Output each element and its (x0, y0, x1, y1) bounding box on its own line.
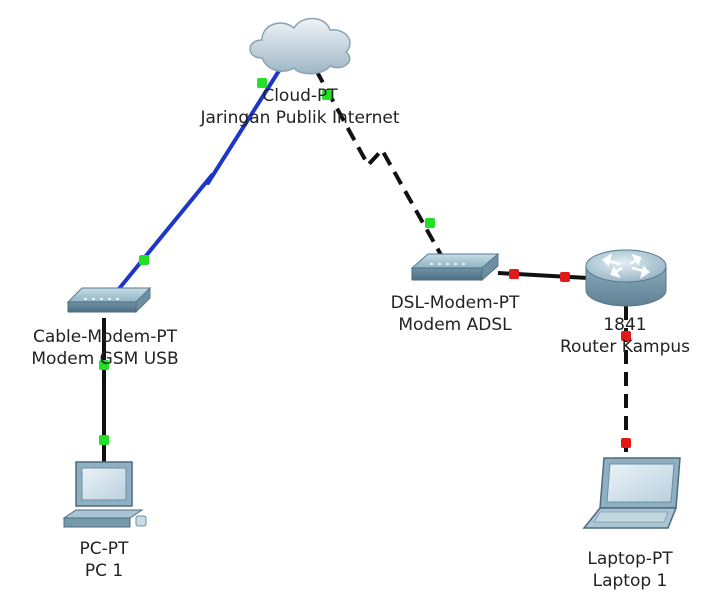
device-label-router: 1841 Router Kampus (540, 314, 710, 358)
port-status-light (621, 438, 631, 448)
device-laptop[interactable] (582, 457, 681, 529)
link-cloud-cable-modem[interactable] (116, 64, 284, 292)
device-type-label: PC-PT (79, 539, 129, 559)
device-cable-modem[interactable] (66, 286, 152, 314)
device-type-label: 1841 (603, 315, 647, 335)
device-type-label: Cable-Modem-PT (32, 327, 178, 347)
modem-icon (410, 252, 500, 282)
laptop-icon (582, 457, 681, 529)
device-router[interactable] (585, 249, 667, 307)
port-status-light (257, 78, 267, 88)
router-icon (585, 249, 667, 307)
device-label-cloud: Cloud-PT Jaringan Publik Internet (150, 85, 450, 129)
device-type-label: Cloud-PT (262, 86, 338, 106)
device-name-label: PC 1 (84, 561, 124, 581)
device-name-label: Modem GSM USB (31, 349, 179, 369)
device-cloud[interactable] (249, 17, 351, 75)
device-name-label: Jaringan Publik Internet (200, 108, 400, 128)
device-dsl-modem[interactable] (410, 252, 500, 282)
port-status-light (560, 272, 570, 282)
device-pc[interactable] (62, 461, 147, 528)
port-indicators (99, 78, 631, 448)
port-status-light (509, 269, 519, 279)
port-status-light (99, 435, 109, 445)
serial-link[interactable] (116, 64, 284, 292)
port-status-light (139, 255, 149, 265)
device-type-label: DSL-Modem-PT (390, 293, 520, 313)
device-label-dsl-modem: DSL-Modem-PT Modem ADSL (370, 292, 540, 336)
port-status-light (99, 360, 109, 370)
dsl-link[interactable] (314, 69, 447, 263)
device-name-label: Router Kampus (560, 337, 690, 357)
device-label-laptop: Laptop-PT Laptop 1 (570, 548, 690, 592)
port-status-light (425, 218, 435, 228)
device-label-cable-modem: Cable-Modem-PT Modem GSM USB (5, 326, 205, 370)
device-type-label: Laptop-PT (587, 549, 673, 569)
port-status-light (621, 331, 631, 341)
device-label-pc: PC-PT PC 1 (54, 538, 154, 582)
device-name-label: Laptop 1 (592, 571, 668, 591)
pc-icon (62, 461, 147, 528)
device-name-label: Modem ADSL (398, 315, 512, 335)
modem-icon (66, 286, 152, 314)
link-cloud-dsl-modem[interactable] (314, 69, 447, 263)
port-status-light (322, 90, 332, 100)
cloud-icon (249, 17, 351, 75)
